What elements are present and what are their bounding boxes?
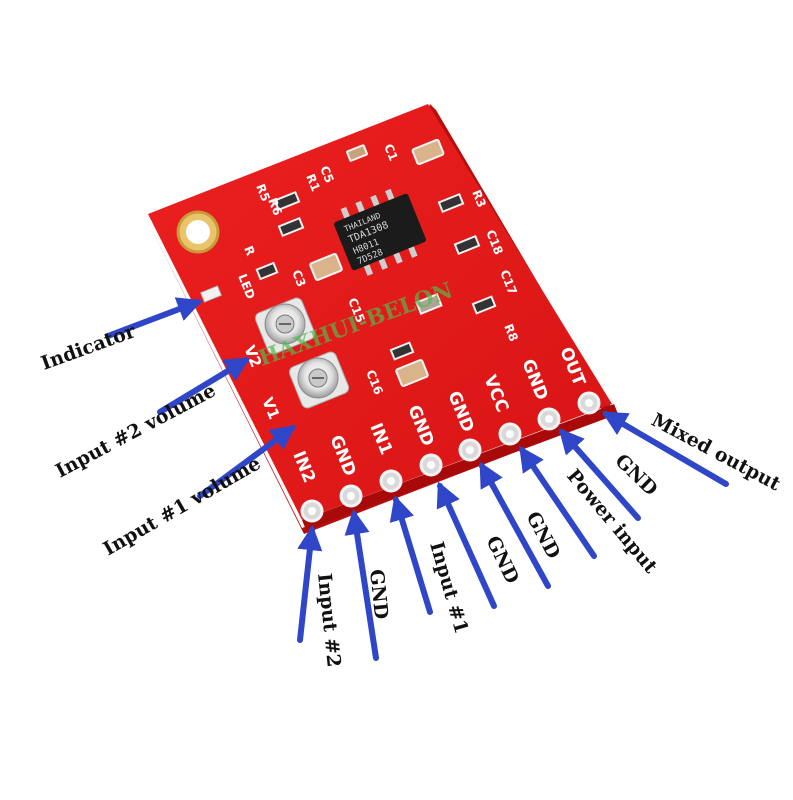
- arrow-mixed-output: [601, 411, 729, 487]
- callout-arrows: [105, 297, 729, 661]
- arrow-gnd-1: [344, 509, 379, 661]
- smd-capacitors: [309, 138, 445, 387]
- pad-holes: [308, 399, 593, 515]
- arrow-input2-volume: [157, 357, 251, 415]
- arrow-gnd-3: [479, 461, 551, 589]
- callout-input2-volume: Input #2 volume: [52, 379, 219, 482]
- callout-gnd-1: GND: [365, 568, 392, 620]
- label-r6: R6: [265, 196, 285, 218]
- arrow-indicator: [105, 297, 203, 339]
- callout-indicator: Indicator: [38, 320, 139, 375]
- potentiometer-v2: [254, 297, 316, 355]
- board-side: [302, 404, 618, 530]
- callout-input2: Input #2: [313, 572, 345, 668]
- label-r5: R5: [253, 182, 273, 204]
- pcb-board: THAILAND TDA1308 H8011 7D528: [148, 104, 618, 534]
- callout-input1: Input #1: [425, 539, 472, 636]
- arrow-gnd-2: [436, 481, 497, 609]
- label-c3: C3: [289, 268, 308, 289]
- label-c5: C5: [317, 164, 336, 185]
- arrow-input1: [389, 495, 433, 615]
- callout-input1-volume: Input #1 volume: [100, 452, 265, 560]
- potentiometer-v1: [288, 351, 350, 409]
- amplifier-chip: THAILAND TDA1308 H8011 7D528: [334, 188, 426, 276]
- arrow-input2: [297, 524, 323, 643]
- arrow-input1-volume: [197, 425, 297, 499]
- label-c1: C1: [381, 142, 400, 163]
- label-r8: R8: [501, 322, 521, 344]
- label-r1: R1: [303, 172, 323, 194]
- arrow-gnd-4: [558, 428, 641, 521]
- callout-gnd-2: GND: [482, 533, 524, 588]
- arrow-power-input: [519, 445, 597, 559]
- chip-body: [334, 193, 426, 271]
- smd-resistors: [255, 190, 497, 361]
- board-face: [148, 104, 612, 520]
- label-r3: R3: [469, 188, 489, 210]
